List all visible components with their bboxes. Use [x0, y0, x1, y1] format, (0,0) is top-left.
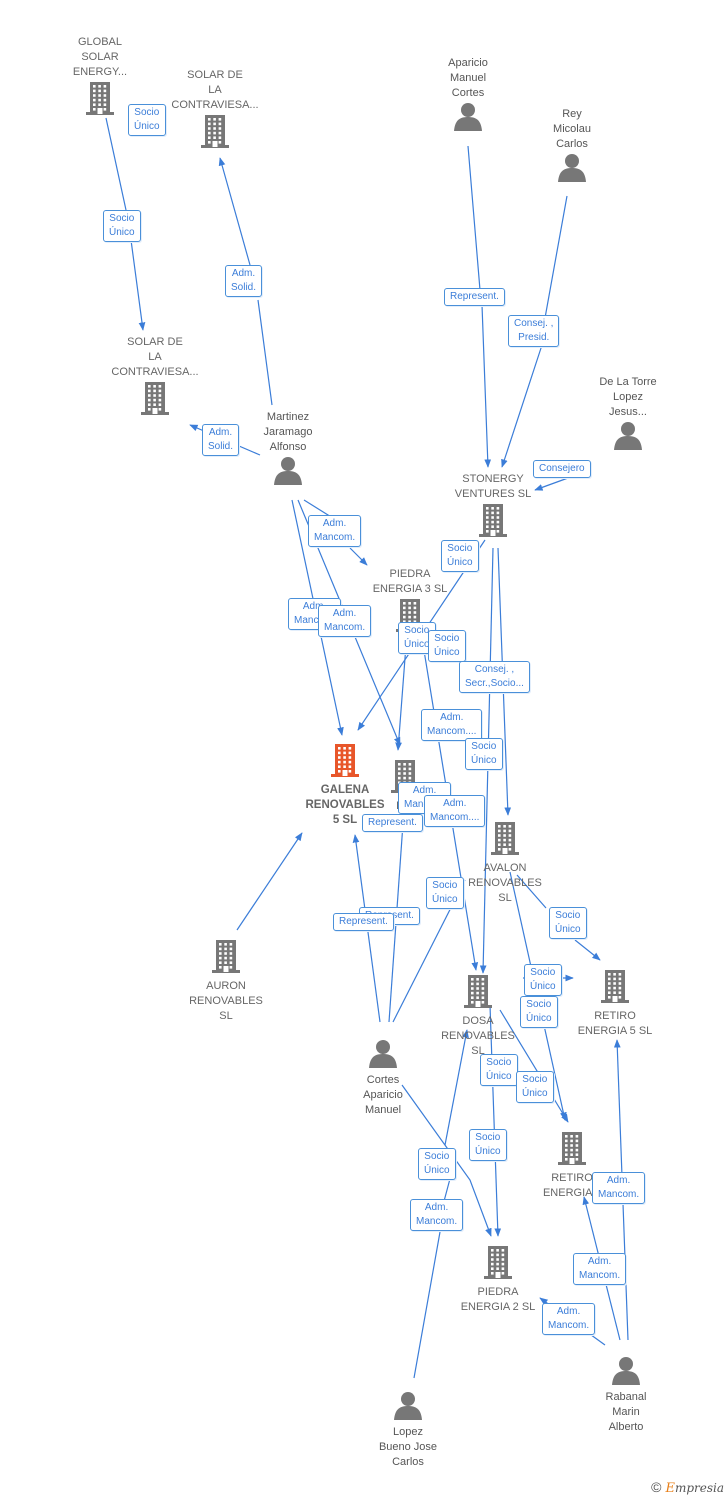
edge-line — [236, 832, 303, 931]
brand-rest: mpresia — [674, 1481, 724, 1495]
node-label: Lopez Bueno Jose Carlos — [378, 1426, 438, 1468]
edge-line — [220, 158, 273, 406]
relation-badge[interactable]: Socio Único — [426, 877, 464, 909]
relation-badge[interactable]: Adm. Mancom. — [308, 515, 362, 547]
edge-line — [489, 1004, 502, 1237]
relation-badge[interactable]: Socio Único — [441, 540, 479, 572]
edge-line — [516, 874, 600, 960]
building-icon — [35, 80, 165, 121]
relation-badge[interactable]: Consejero — [533, 460, 591, 478]
node-label: Rabanal Marin Alberto — [605, 1391, 647, 1433]
relation-badge[interactable]: Consej. , Secr.,Socio... — [459, 661, 530, 693]
node-label: Rey Micolau Carlos — [553, 108, 591, 150]
building-icon — [280, 742, 410, 783]
relation-badge[interactable]: Socio Único — [549, 907, 587, 939]
relation-badge[interactable]: Consej. , Presid. — [508, 315, 560, 347]
node-galena[interactable]: GALENA RENOVABLES 5 SL — [280, 742, 410, 828]
node-retiro6[interactable]: RETIRO ENERGIA 6 — [507, 1130, 637, 1201]
relation-badge[interactable]: Adm. Mancom.... — [421, 709, 483, 741]
node-label: GLOBAL SOLAR ENERGY... — [72, 36, 128, 78]
brand-initial: E — [665, 1481, 675, 1496]
building-icon — [507, 1130, 637, 1171]
building-icon — [161, 938, 291, 979]
relation-badge[interactable]: Adm. Mancom. — [542, 1303, 596, 1335]
edge-line — [499, 1009, 569, 1123]
node-label: RETIRO ENERGIA 6 — [542, 1172, 601, 1199]
relation-badge[interactable]: Socio Único — [465, 738, 503, 770]
person-icon — [561, 1355, 691, 1390]
node-label: AVALON RENOVABLES SL — [468, 862, 542, 904]
person-icon — [403, 101, 533, 136]
relation-badge[interactable]: Adm. Mancom. — [592, 1172, 646, 1204]
building-icon — [428, 502, 558, 543]
relation-badge[interactable]: Socio Único — [516, 1071, 554, 1103]
copyright-symbol: © — [651, 1479, 662, 1495]
node-delatorre[interactable]: De La Torre Lopez Jesus... — [563, 375, 693, 455]
relation-badge[interactable]: Adm. Mancom.... — [424, 795, 486, 827]
relation-badge[interactable]: Socio Único — [418, 1148, 456, 1180]
person-icon — [563, 420, 693, 455]
node-rey[interactable]: Rey Micolau Carlos — [507, 107, 637, 187]
relation-badge[interactable]: Adm. Mancom. — [573, 1253, 627, 1285]
edge-line — [105, 117, 143, 330]
node-stonergy[interactable]: STONERGY VENTURES SL — [428, 472, 558, 543]
relation-badge[interactable]: Socio Único — [520, 996, 558, 1028]
node-label: Martinez Jaramago Alfonso — [263, 411, 313, 453]
node-label: AURON RENOVABLES SL — [189, 980, 263, 1022]
node-label: PIEDRA ENERGIA 3 SL — [372, 568, 448, 595]
node-global-solar[interactable]: GLOBAL SOLAR ENERGY... — [35, 35, 165, 121]
relation-badge[interactable]: Adm. Solid. — [225, 265, 263, 297]
relation-badge[interactable]: Socio Único — [128, 104, 166, 136]
empresia-logo[interactable]: ©Empresia — [651, 1479, 724, 1496]
node-auron[interactable]: AURON RENOVABLES SL — [161, 938, 291, 1024]
node-solar-contra-1[interactable]: SOLAR DE LA CONTRAVIESA... — [150, 68, 280, 154]
edge-line — [502, 195, 568, 467]
edge-line — [534, 477, 569, 491]
person-icon — [507, 152, 637, 187]
relation-badge[interactable]: Socio Único — [428, 630, 466, 662]
building-icon — [440, 820, 570, 861]
relation-badge[interactable]: Represent. — [362, 814, 423, 832]
node-label: De La Torre Lopez Jesus... — [599, 376, 657, 418]
person-icon — [223, 455, 353, 490]
node-piedra2[interactable]: PIEDRA ENERGIA 2 SL — [433, 1244, 563, 1315]
node-label: PIEDRA ENERGIA 2 SL — [460, 1286, 536, 1313]
node-label: Aparicio Manuel Cortes — [448, 57, 488, 99]
relation-badge[interactable]: Adm. Solid. — [202, 424, 240, 456]
edge-line — [444, 1029, 469, 1146]
relation-badge[interactable]: Socio Único — [524, 964, 562, 996]
building-icon — [413, 973, 543, 1014]
building-icon — [150, 113, 280, 154]
node-retiro5[interactable]: RETIRO ENERGIA 5 SL — [550, 968, 680, 1039]
node-label: Cortes Aparicio Manuel — [363, 1074, 403, 1116]
node-cortes[interactable]: Cortes Aparicio Manuel — [318, 1038, 448, 1118]
building-icon — [433, 1244, 563, 1285]
person-icon — [343, 1390, 473, 1425]
edge-line — [401, 1084, 492, 1237]
node-label: RETIRO ENERGIA 5 SL — [577, 1010, 653, 1037]
relation-badge[interactable]: Represent. — [444, 288, 505, 306]
node-avalon[interactable]: AVALON RENOVABLES SL — [440, 820, 570, 906]
node-label: SOLAR DE LA CONTRAVIESA... — [111, 336, 199, 378]
node-label: GALENA RENOVABLES 5 SL — [305, 784, 385, 826]
node-rabanal[interactable]: Rabanal Marin Alberto — [561, 1355, 691, 1435]
relation-badge[interactable]: Socio Único — [103, 210, 141, 242]
relation-badge[interactable]: Socio Único — [480, 1054, 518, 1086]
edge-line — [467, 145, 488, 467]
node-martinez[interactable]: Martinez Jaramago Alfonso — [223, 410, 353, 490]
person-icon — [318, 1038, 448, 1073]
relation-badge[interactable]: Socio Único — [469, 1129, 507, 1161]
node-label: STONERGY VENTURES SL — [454, 473, 532, 500]
building-icon — [90, 380, 220, 421]
node-solar-contra-2[interactable]: SOLAR DE LA CONTRAVIESA... — [90, 335, 220, 421]
node-aparicio[interactable]: Aparicio Manuel Cortes — [403, 56, 533, 136]
relation-badge[interactable]: Adm. Mancom. — [410, 1199, 464, 1231]
building-icon — [550, 968, 680, 1009]
relation-badge[interactable]: Represent. — [333, 913, 394, 931]
node-label: SOLAR DE LA CONTRAVIESA... — [171, 69, 259, 111]
node-lopez[interactable]: Lopez Bueno Jose Carlos — [343, 1390, 473, 1470]
relation-badge[interactable]: Adm. Mancom. — [318, 605, 372, 637]
